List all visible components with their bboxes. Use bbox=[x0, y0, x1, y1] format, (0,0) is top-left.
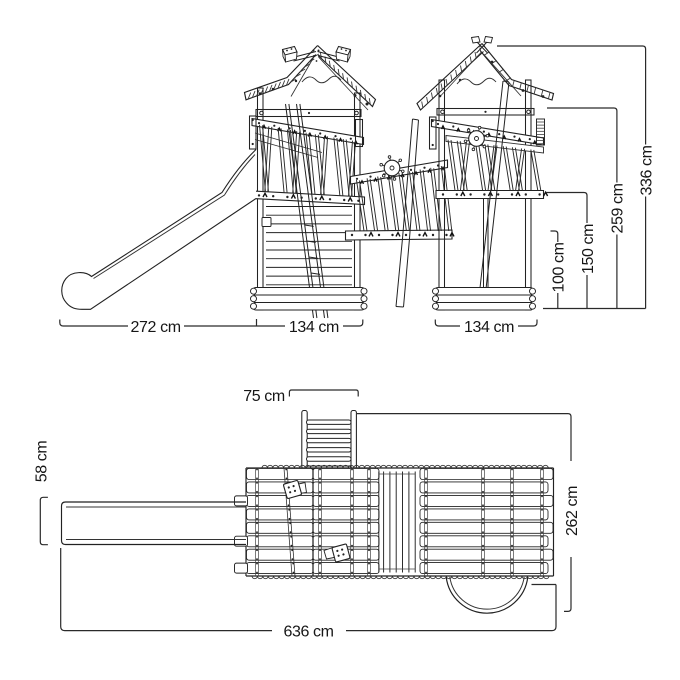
svg-text:150 cm: 150 cm bbox=[580, 224, 597, 274]
svg-text:134 cm: 134 cm bbox=[464, 319, 514, 336]
svg-text:259 cm: 259 cm bbox=[610, 183, 627, 233]
svg-text:100 cm: 100 cm bbox=[551, 242, 568, 292]
svg-text:58 cm: 58 cm bbox=[33, 441, 50, 483]
svg-text:134 cm: 134 cm bbox=[289, 319, 339, 336]
svg-text:272 cm: 272 cm bbox=[131, 319, 181, 336]
svg-text:636 cm: 636 cm bbox=[283, 623, 333, 640]
svg-text:75 cm: 75 cm bbox=[243, 388, 285, 405]
svg-text:336 cm: 336 cm bbox=[638, 145, 655, 195]
svg-text:262 cm: 262 cm bbox=[564, 486, 581, 536]
